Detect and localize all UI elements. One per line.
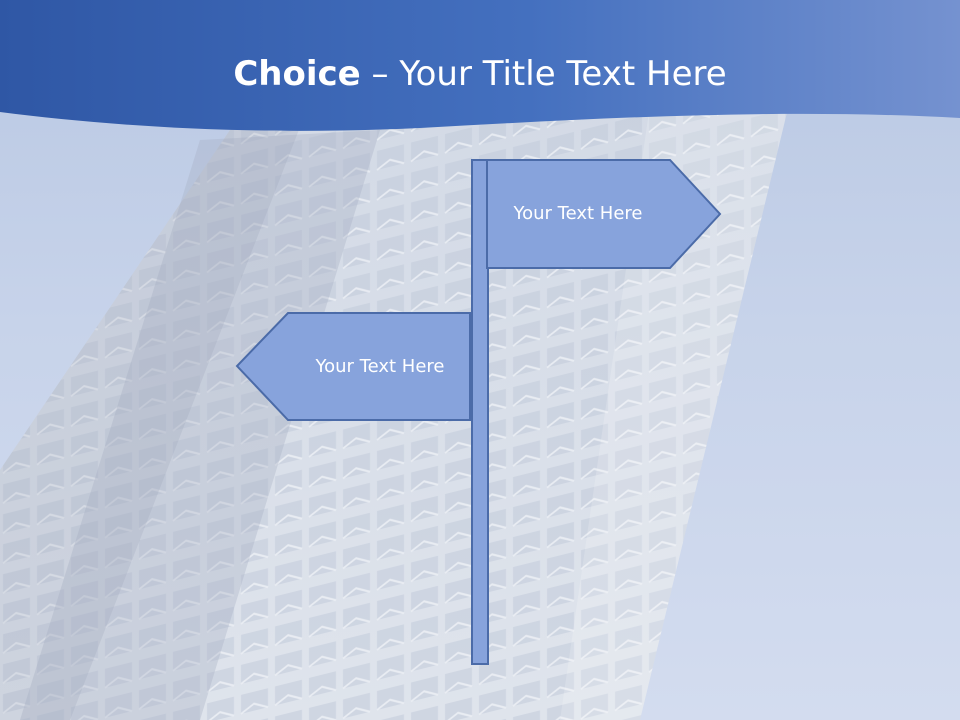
right-sign-label: Your Text Here (513, 203, 643, 224)
left-arrow-sign (235, 312, 471, 421)
title-bold-part: Choice (233, 54, 361, 94)
right-arrow-sign (486, 159, 722, 269)
signpost-pole (471, 159, 489, 665)
header-band (0, 0, 960, 131)
left-sign-label: Your Text Here (315, 356, 445, 377)
title-rest-part: – Your Title Text Here (360, 54, 727, 94)
slide-title: Choice – Your Title Text Here (0, 52, 960, 96)
